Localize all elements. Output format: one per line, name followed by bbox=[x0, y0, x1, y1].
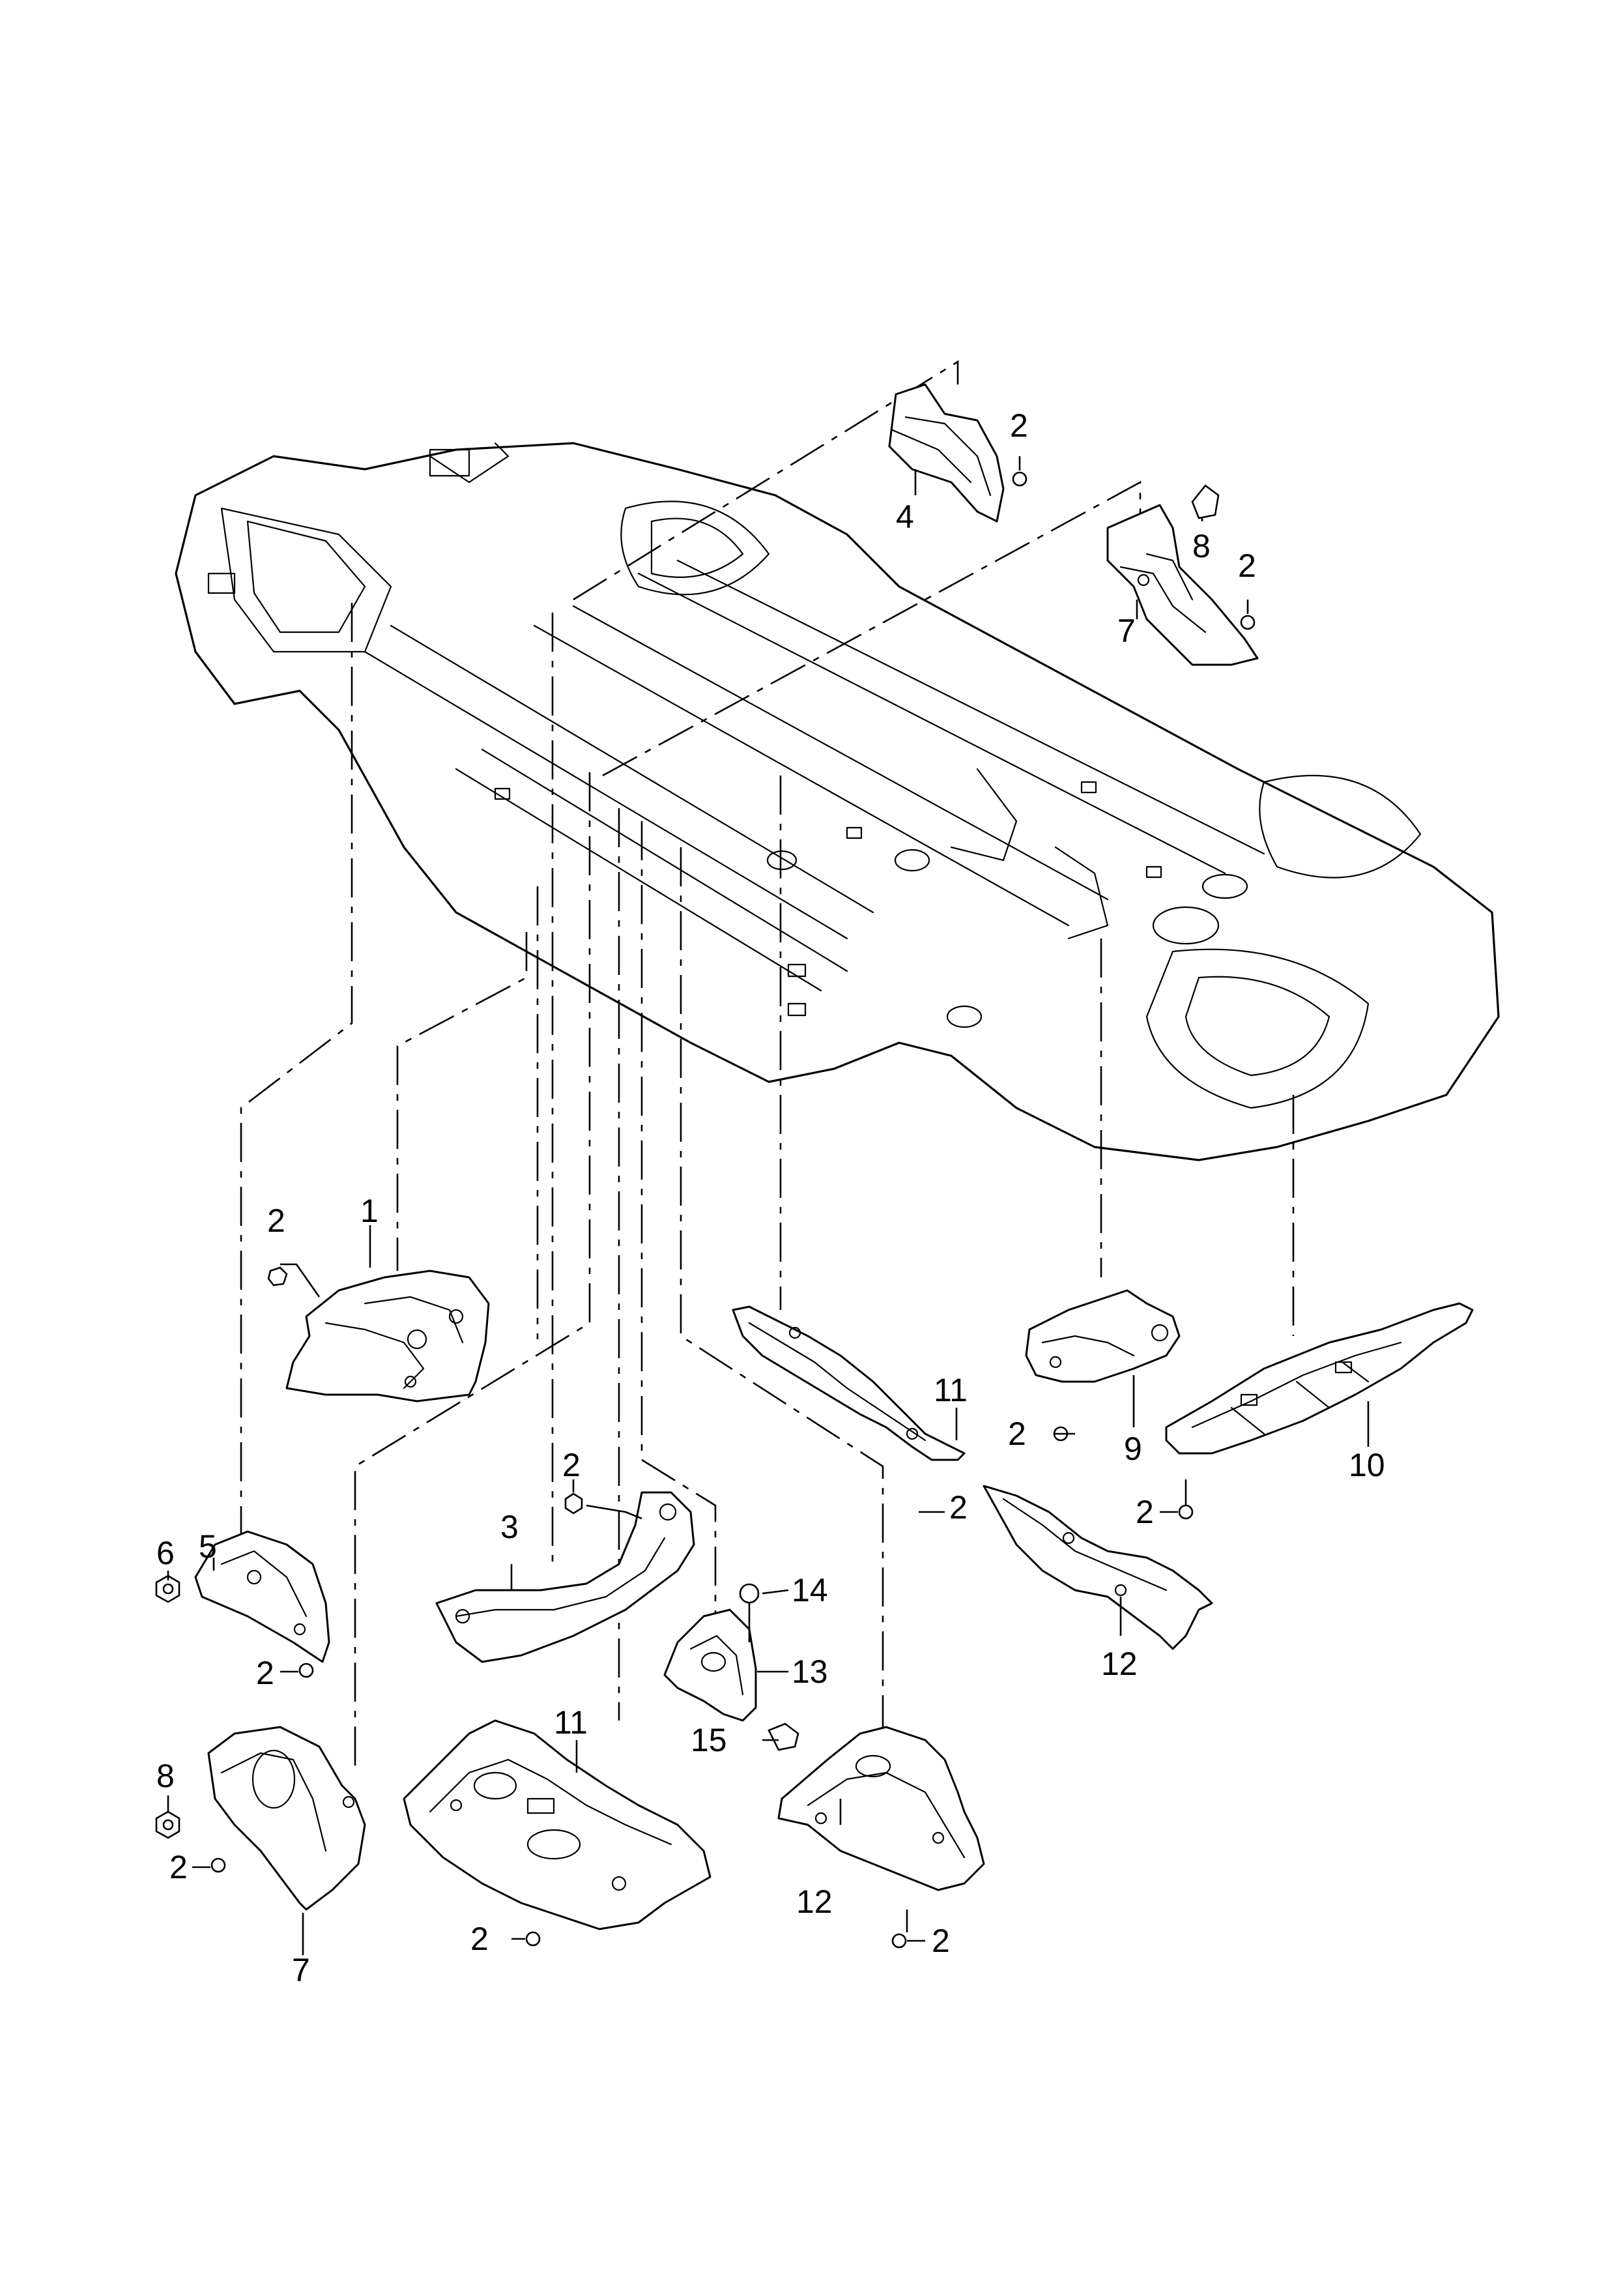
heat-shield-11-lower bbox=[403, 1719, 711, 1947]
line-part-4 bbox=[573, 360, 959, 601]
heat-shield-9 bbox=[1025, 1289, 1181, 1442]
line-part-5 bbox=[240, 603, 353, 1541]
heat-shield-5 bbox=[155, 1530, 330, 1678]
heat-shield-12-lower bbox=[777, 1726, 985, 1949]
callout-8: 8 bbox=[156, 1758, 175, 1794]
callout-15: 15 bbox=[691, 1722, 727, 1758]
callout-7: 7 bbox=[292, 1952, 310, 1988]
leader-lines bbox=[167, 456, 1370, 1955]
line-part-12-lower bbox=[680, 847, 884, 1727]
heat-shield-12-upper bbox=[983, 1485, 1213, 1650]
callout-5: 5 bbox=[199, 1528, 217, 1565]
callout-9: 9 bbox=[1124, 1431, 1142, 1467]
callout-2: 2 bbox=[1238, 547, 1256, 584]
line-part-13 bbox=[640, 821, 717, 1616]
heat-shield-10 bbox=[1165, 1302, 1474, 1520]
callout-7: 7 bbox=[1117, 613, 1136, 649]
callout-2: 2 bbox=[267, 1202, 285, 1239]
callout-12: 12 bbox=[1101, 1646, 1138, 1682]
heat-shield-7-lower bbox=[155, 1726, 366, 1911]
callout-2: 2 bbox=[562, 1447, 581, 1483]
heat-shield-3 bbox=[435, 1491, 695, 1663]
callout-4: 4 bbox=[896, 499, 914, 535]
line-part-7 bbox=[354, 772, 591, 1773]
bracket-13 bbox=[663, 1583, 799, 1751]
heat-shield-11-upper bbox=[732, 1305, 966, 1461]
callout-2: 2 bbox=[932, 1923, 950, 1959]
callout-13: 13 bbox=[792, 1653, 828, 1690]
callout-14: 14 bbox=[792, 1572, 828, 1608]
callout-2: 2 bbox=[1010, 407, 1028, 444]
callout-labels: 1 2 2 4 8 2 7 5 6 2 8 2 7 3 2 14 13 15 1… bbox=[156, 407, 1385, 1988]
callout-2: 2 bbox=[1008, 1416, 1026, 1452]
callout-6: 6 bbox=[156, 1535, 175, 1571]
heat-shield-4 bbox=[888, 383, 1027, 523]
vehicle-underbody bbox=[175, 442, 1500, 1161]
callout-12: 12 bbox=[796, 1883, 833, 1920]
callout-1: 1 bbox=[360, 1193, 379, 1229]
heat-shield-7-upper bbox=[1106, 484, 1259, 666]
line-part-7-upper bbox=[602, 480, 1142, 777]
callout-2: 2 bbox=[256, 1655, 274, 1691]
callout-8: 8 bbox=[1192, 528, 1211, 564]
callout-2: 2 bbox=[1136, 1494, 1154, 1530]
callout-11: 11 bbox=[554, 1704, 588, 1741]
assembly-lines bbox=[240, 360, 1295, 1773]
callout-2: 2 bbox=[470, 1921, 489, 1957]
heat-shield-1 bbox=[267, 1266, 490, 1402]
callout-2: 2 bbox=[949, 1489, 968, 1526]
callout-2: 2 bbox=[169, 1849, 188, 1885]
callout-11: 11 bbox=[934, 1372, 968, 1408]
callout-10: 10 bbox=[1349, 1447, 1385, 1483]
callout-3: 3 bbox=[500, 1509, 519, 1545]
line-part-1 bbox=[396, 932, 528, 1271]
